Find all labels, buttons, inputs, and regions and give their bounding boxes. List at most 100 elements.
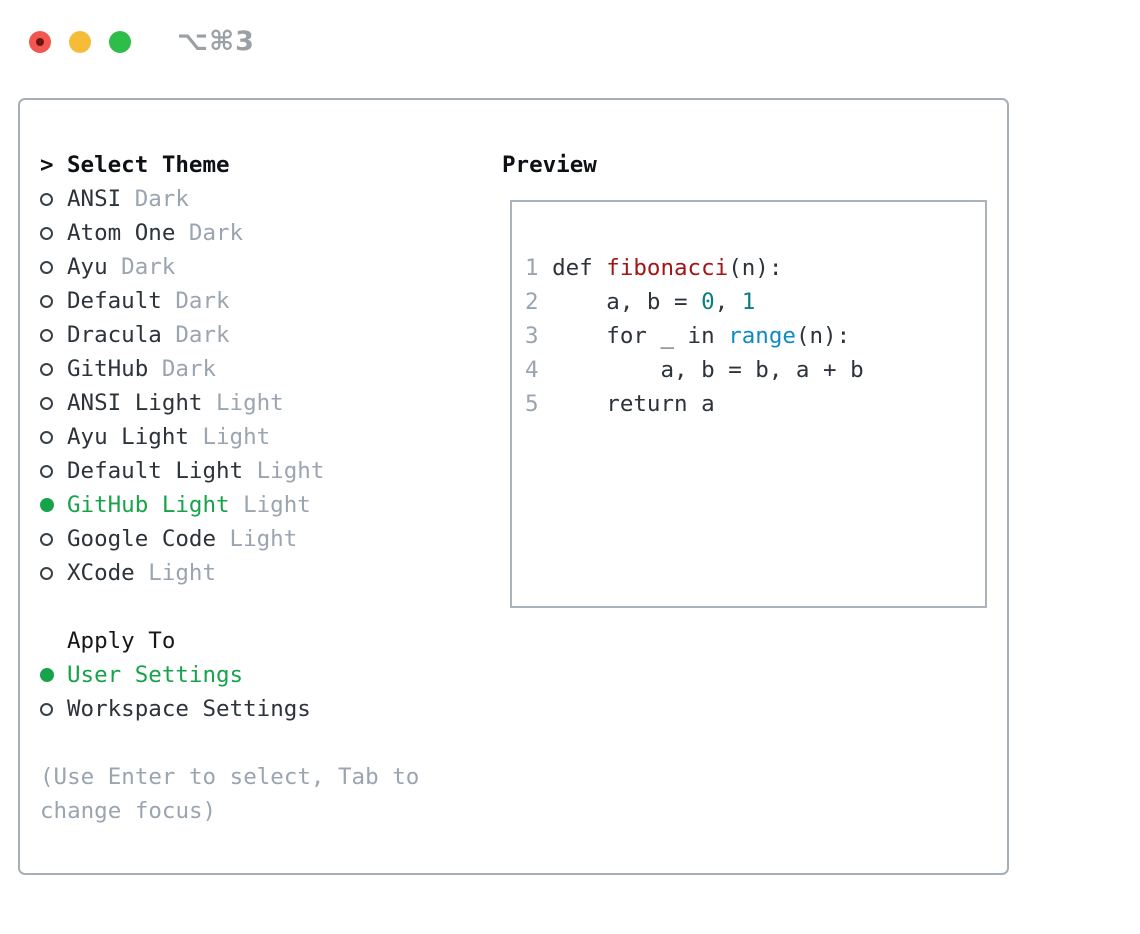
theme-option-ansi-dark[interactable]: ANSI Dark xyxy=(40,182,480,216)
radio-circle xyxy=(40,260,53,274)
theme-variant-tag: Light xyxy=(148,560,216,586)
radio-icon xyxy=(40,328,67,342)
option-label: ANSI Light xyxy=(67,390,203,416)
help-text: (Use Enter to select, Tab to change focu… xyxy=(40,764,420,824)
theme-variant-tag: Dark xyxy=(134,186,189,212)
option-label: Atom One xyxy=(67,220,176,246)
apply-to-header: Apply To xyxy=(67,628,176,654)
theme-variant-tag: Dark xyxy=(188,220,244,246)
theme-variant-tag: Light xyxy=(256,458,325,484)
option-label: Dracula xyxy=(67,322,162,348)
code-line: 4 a, b = b, a + b xyxy=(525,353,985,387)
code-token-number: 1 xyxy=(741,289,756,315)
close-button-dot xyxy=(36,37,44,46)
radio-circle xyxy=(40,532,53,546)
code-token-default: (n): xyxy=(795,323,851,349)
option-label: Ayu xyxy=(67,254,108,280)
theme-variant-tag: Dark xyxy=(175,288,230,314)
radio-circle xyxy=(40,702,53,716)
radio-selected-icon xyxy=(40,668,67,682)
theme-variant-tag: Dark xyxy=(121,254,176,280)
line-number: 4 xyxy=(525,357,553,383)
code-token-default: for _ in xyxy=(552,323,729,349)
radio-icon xyxy=(40,702,67,716)
code-line: 5 return a xyxy=(525,387,985,421)
zoom-button[interactable] xyxy=(109,30,131,53)
selection-cursor: > xyxy=(40,152,67,178)
minimize-button[interactable] xyxy=(69,30,91,53)
code-token-number: 0 xyxy=(701,289,715,315)
spacer xyxy=(40,726,480,760)
radio-icon xyxy=(40,294,67,308)
radio-icon xyxy=(40,226,67,240)
radio-circle xyxy=(40,192,53,206)
radio-circle xyxy=(40,396,53,410)
option-label: ANSI xyxy=(67,186,122,212)
theme-list-header: Select Theme xyxy=(67,152,230,178)
cursor-glyph: > xyxy=(40,152,54,178)
theme-option-dracula-dark[interactable]: Dracula Dark xyxy=(40,318,480,352)
theme-list-header-row: > Select Theme xyxy=(40,148,480,182)
theme-option-ayu-dark[interactable]: Ayu Dark xyxy=(40,250,480,284)
theme-variant-tag: Dark xyxy=(161,356,216,382)
radio-circle xyxy=(40,328,53,342)
theme-option-xcode-light[interactable]: XCode Light xyxy=(40,556,480,590)
line-number: 1 xyxy=(525,255,553,281)
radio-icon xyxy=(40,430,67,444)
radio-icon xyxy=(40,362,67,376)
radio-selected-icon xyxy=(40,498,67,512)
radio-circle xyxy=(40,464,53,478)
theme-option-default-dark[interactable]: Default Dark xyxy=(40,284,480,318)
line-number: 3 xyxy=(525,323,553,349)
radio-icon xyxy=(40,532,67,546)
theme-variant-tag: Light xyxy=(243,492,311,518)
radio-icon xyxy=(40,192,67,206)
line-number: 2 xyxy=(525,289,553,315)
theme-option-github-dark[interactable]: GitHub Dark xyxy=(40,352,480,386)
code-line: 1 def fibonacci(n): xyxy=(525,251,985,285)
option-label: User Settings xyxy=(67,662,244,688)
code-token-function: fibonacci xyxy=(606,255,729,281)
option-label: Workspace Settings xyxy=(67,696,311,722)
theme-variant-tag: Dark xyxy=(175,322,230,348)
close-button[interactable] xyxy=(29,30,51,53)
code-token-default: , xyxy=(714,289,742,315)
radio-icon xyxy=(40,566,67,580)
code-token-default: (n): xyxy=(728,255,783,281)
option-label: Default xyxy=(67,288,162,314)
radio-circle xyxy=(40,226,53,240)
code-token-default: return a xyxy=(552,391,715,417)
line-number: 5 xyxy=(525,391,553,417)
code-token-default: a, b = b, a + b xyxy=(552,357,864,383)
code-token-default: def xyxy=(552,255,607,281)
theme-variant-tag: Light xyxy=(202,424,271,450)
titlebar: ⌥⌘3 xyxy=(29,26,255,57)
code-token-default: a, b = xyxy=(552,289,702,315)
option-label: XCode xyxy=(67,560,135,586)
radio-circle xyxy=(40,498,54,512)
apply-option-user-settings[interactable]: User Settings xyxy=(40,658,480,692)
theme-option-atom-one-dark[interactable]: Atom One Dark xyxy=(40,216,480,250)
option-label: GitHub xyxy=(67,356,149,382)
spacer xyxy=(40,590,480,624)
preview-title: Preview xyxy=(502,152,597,178)
apply-option-workspace-settings[interactable]: Workspace Settings xyxy=(40,692,480,726)
radio-icon xyxy=(40,260,67,274)
apply-to-header-row: Apply To xyxy=(40,624,480,658)
radio-circle xyxy=(40,566,53,580)
radio-icon xyxy=(40,396,67,410)
radio-icon xyxy=(40,464,67,478)
code-line: 3 for _ in range(n): xyxy=(525,319,985,353)
blank-line xyxy=(525,421,985,455)
